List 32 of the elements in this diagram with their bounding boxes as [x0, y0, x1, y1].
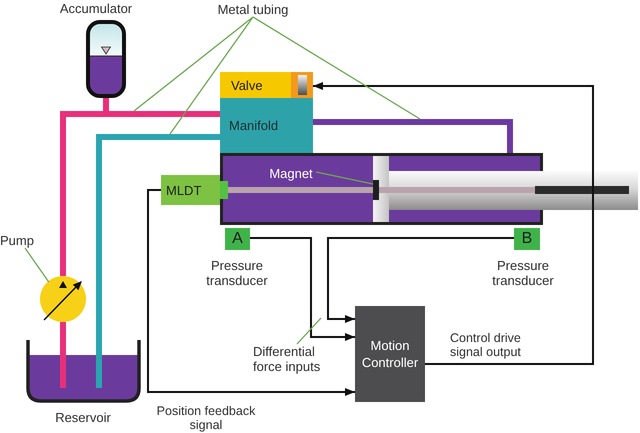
node-label: B	[522, 230, 532, 248]
node-label: A	[232, 230, 243, 248]
node-label: Valve	[231, 78, 263, 92]
node-label: Manifold	[229, 118, 278, 133]
callout-label: Metal tubing	[218, 2, 288, 16]
signal-arrow	[313, 82, 594, 365]
manifold-block	[220, 98, 313, 153]
signal-arrow	[250, 237, 355, 341]
signal-arrow	[327, 237, 514, 323]
leader-line	[170, 16, 254, 134]
caption-label: Pressure transducer	[205, 258, 269, 288]
node-label: Motion Controller	[360, 337, 420, 371]
caption-label: Pressure transducer	[491, 258, 555, 288]
heading-label: Reservoir	[54, 410, 112, 425]
leader-line	[252, 16, 420, 120]
leader-line	[296, 318, 322, 344]
pipe	[96, 134, 220, 333]
pipe	[60, 322, 66, 333]
callout-label: Differential force inputs	[253, 344, 322, 374]
leader-line	[134, 16, 254, 112]
node-label: MLDT	[166, 182, 202, 198]
sensor-block	[161, 175, 220, 205]
heading-label: Accumulator	[58, 1, 134, 16]
valve-block	[220, 72, 313, 98]
signal-arrow	[147, 189, 355, 396]
pipe	[313, 119, 513, 153]
callout-label: Magnet	[269, 166, 313, 180]
controller-block	[355, 306, 425, 402]
callout-label: Pump	[0, 232, 34, 248]
pipe	[103, 98, 109, 111]
leader-line	[24, 248, 50, 282]
leader-line	[316, 171, 374, 185]
